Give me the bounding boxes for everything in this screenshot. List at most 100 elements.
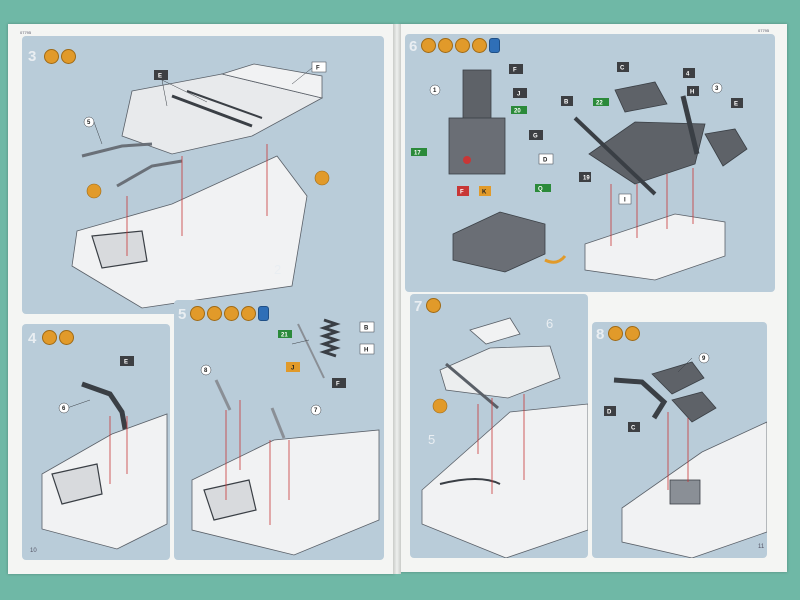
step-4-drawing: E 6 <box>41 356 168 550</box>
step-3-drawing: E F 5 2 <box>71 61 330 309</box>
paint-tag <box>278 330 292 338</box>
part-tag <box>311 61 327 73</box>
part-number-circle <box>200 364 212 376</box>
paint-icon <box>59 330 74 345</box>
step-5-number: 5 <box>178 306 187 323</box>
dark-bracket-part <box>613 377 668 420</box>
part-label: 20 <box>514 109 521 115</box>
part-tag <box>509 64 523 74</box>
part-label: J <box>291 366 294 372</box>
floor-pan-opening <box>91 230 148 269</box>
chassis-opening <box>51 463 103 505</box>
part-label: 6 <box>62 406 66 412</box>
chassis-part <box>191 429 380 556</box>
gearbox-upper-part <box>462 69 492 121</box>
step-7-tool-icons <box>426 298 441 313</box>
part-tag <box>618 193 632 205</box>
part-label: C <box>631 426 636 432</box>
header-code-left: 07795 <box>20 30 32 35</box>
chassis-rail <box>439 478 501 485</box>
part-tag <box>359 343 375 355</box>
shock-absorber-part <box>214 379 232 411</box>
part-number-circle <box>58 402 70 414</box>
part-number-circle <box>310 404 322 416</box>
part-label: 4 <box>686 72 690 78</box>
drive-assembly-part <box>439 345 561 399</box>
paint-icon <box>61 49 76 64</box>
part-number-circle <box>83 116 95 128</box>
part-label: H <box>690 90 694 96</box>
page-number-right: 11 <box>758 544 765 550</box>
part-label: 3 <box>715 86 719 92</box>
paint-tag <box>535 184 551 192</box>
paint-pot-icon <box>489 38 500 53</box>
callout-line <box>161 79 168 107</box>
part-tag <box>332 378 346 388</box>
step-8-tool-icons <box>608 326 640 341</box>
part-tag <box>286 362 300 372</box>
suspension-arm-part <box>704 128 748 167</box>
step-5-panel: 5 21 B H F J <box>174 300 384 560</box>
callout-line <box>291 67 313 85</box>
part-label: F <box>336 382 340 388</box>
part-tag <box>683 68 695 78</box>
part-label: G <box>533 134 538 140</box>
part-label: F <box>513 68 517 74</box>
floor-pan-part <box>71 155 308 309</box>
part-tag <box>529 130 543 140</box>
header-code-right: 07795 <box>758 28 770 33</box>
chassis-part <box>584 213 726 281</box>
step-8-drawing: 9 D C <box>604 352 767 558</box>
part-tag <box>628 422 640 432</box>
part-tag <box>513 88 527 98</box>
callout-line <box>291 339 310 345</box>
step-6-number: 6 <box>409 38 418 55</box>
drive-assembly-part <box>588 121 706 185</box>
part-label-large: 5 <box>428 432 435 447</box>
step-3-tool-icons <box>44 49 76 64</box>
dark-bracket-part <box>81 381 129 435</box>
gearbox-body-part <box>448 117 506 175</box>
glue-icon <box>44 49 59 64</box>
callout-line <box>161 79 208 103</box>
dark-frame-rail-2 <box>186 90 263 119</box>
part-label-large: 2 <box>274 262 281 277</box>
step-7-panel: 7 6 5 <box>410 294 588 558</box>
part-label: I <box>624 198 626 204</box>
glue-icon <box>608 326 623 341</box>
part-label: 9 <box>702 356 706 362</box>
step-8-number: 8 <box>596 326 605 343</box>
chassis-part <box>421 403 588 558</box>
rear-deck-part <box>220 63 323 99</box>
shock-rod <box>297 323 325 379</box>
part-label: 7 <box>314 408 318 414</box>
glue-icon <box>42 330 57 345</box>
step-6-panel: 6 <box>405 34 775 292</box>
part-number-circle <box>429 84 441 96</box>
glue-icon <box>426 298 441 313</box>
knife-icon <box>455 38 470 53</box>
part-label: C <box>620 66 625 72</box>
callout-line <box>677 357 693 373</box>
step-4-panel: 4 E 6 <box>22 324 170 560</box>
part-label: F <box>316 66 320 72</box>
step-5-drawing: 21 B H F J 8 7 <box>191 318 380 556</box>
glue-point-icon <box>432 398 448 414</box>
suspension-arm-part <box>469 317 521 345</box>
axle-part <box>573 116 657 196</box>
part-tag <box>561 96 573 106</box>
exhaust-pipe-right <box>116 159 183 188</box>
part-tag <box>687 86 699 96</box>
step-7-drawing: 6 5 <box>421 316 588 558</box>
part-label: 17 <box>414 151 421 157</box>
part-label: 1 <box>433 88 437 94</box>
part-label: B <box>564 100 569 106</box>
glue-point-icon <box>314 170 330 186</box>
callout-line <box>66 399 91 409</box>
part-tag <box>579 172 591 182</box>
paint-tag <box>411 148 427 156</box>
part-tag <box>731 98 743 108</box>
part-label: D <box>543 158 548 164</box>
suspension-arm-part <box>671 391 717 423</box>
part-number-circle <box>698 352 710 364</box>
